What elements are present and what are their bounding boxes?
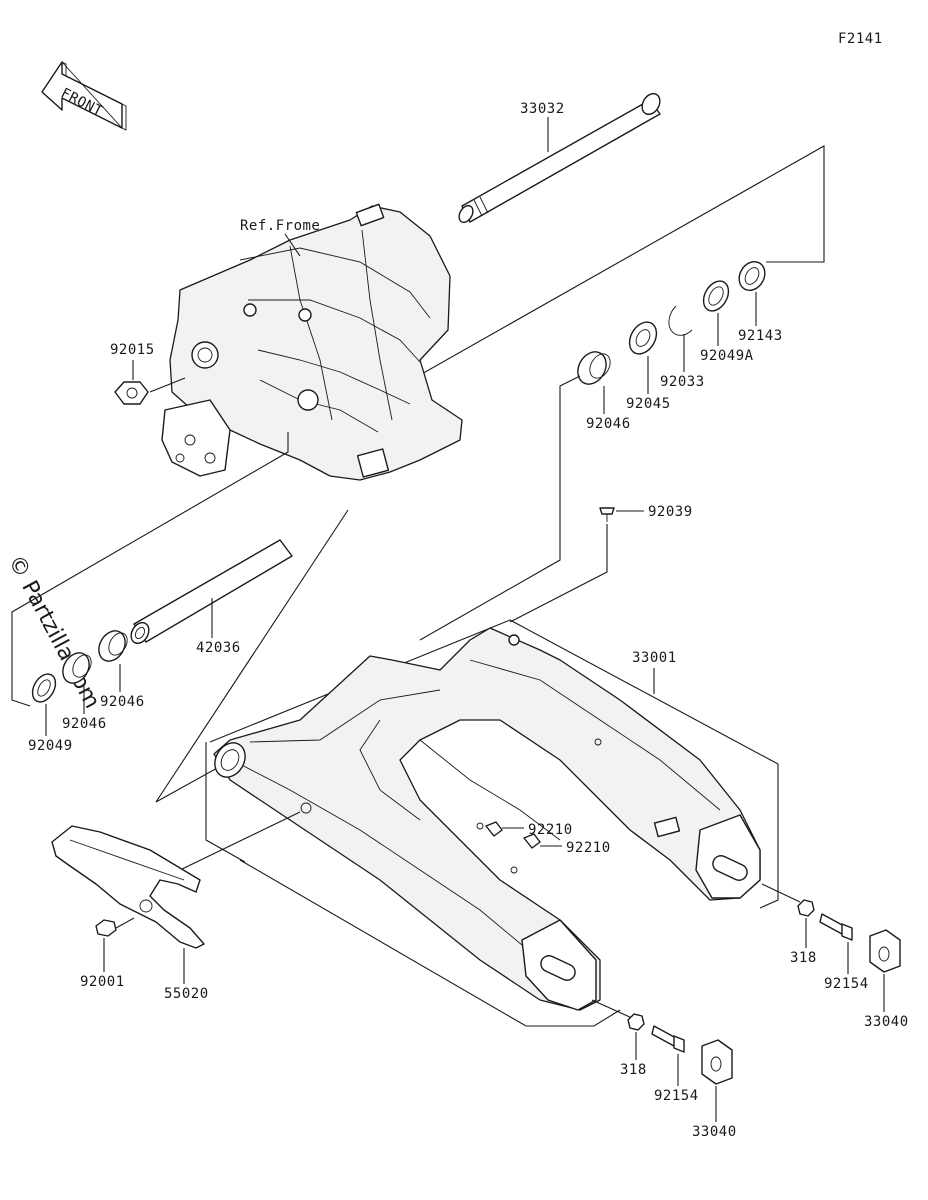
callout-92154-a: 92154	[824, 976, 869, 992]
callout-92015: 92015	[110, 342, 155, 358]
reference-frame	[161, 203, 463, 481]
seal-92049	[31, 673, 57, 703]
screw-92039	[599, 507, 615, 522]
pivot-shaft	[458, 92, 661, 224]
collar-92143	[738, 260, 766, 292]
nut-318-b	[627, 1013, 645, 1031]
callout-92143: 92143	[738, 328, 783, 344]
needle-bearing-92046-top	[577, 351, 611, 385]
needle-bearing-92046-a	[98, 630, 128, 662]
needle-bearing-92046-b	[62, 652, 92, 684]
callout-92154-b: 92154	[654, 1088, 699, 1104]
seal-92049A	[702, 280, 730, 312]
bolt-92001	[95, 917, 135, 937]
callout-92045: 92045	[626, 396, 671, 412]
collar-pipe-42036	[130, 539, 293, 645]
axis-line-left	[11, 432, 289, 707]
circlip-92033	[668, 305, 693, 336]
callout-55020: 55020	[164, 986, 209, 1002]
axis-adjuster-b	[591, 999, 633, 1019]
callout-33032: 33032	[520, 101, 565, 117]
fitting-92210-b	[523, 833, 541, 849]
pivot-nut	[114, 381, 149, 405]
callout-ref-frame: Ref.Frome	[240, 218, 320, 234]
callout-92210-b: 92210	[566, 840, 611, 856]
nut-318-a	[797, 899, 815, 917]
callout-92046-top: 92046	[586, 416, 631, 432]
fitting-92210-a	[485, 821, 503, 837]
leader-ref-frame	[284, 233, 301, 257]
bearing-92045	[628, 321, 658, 355]
callout-92046-a: 92046	[100, 694, 145, 710]
callout-92039: 92039	[648, 504, 693, 520]
swingarm	[205, 619, 779, 1027]
axis-92015	[149, 377, 186, 393]
callout-92210-a: 92210	[528, 822, 573, 838]
figure-code: F2141	[838, 31, 883, 47]
adjuster-block-33040-a	[869, 929, 901, 973]
axis-92039	[509, 524, 608, 623]
bolt-92154-a	[819, 913, 853, 941]
callout-33040-b: 33040	[692, 1124, 737, 1140]
callout-318-b: 318	[620, 1062, 647, 1078]
callout-92033: 92033	[660, 374, 705, 390]
callout-33001: 33001	[632, 650, 677, 666]
axis-adjuster-a	[761, 883, 801, 903]
callout-92001: 92001	[80, 974, 125, 990]
adjuster-block-33040-b	[701, 1039, 733, 1085]
front-arrow-icon: FRONT	[41, 61, 127, 131]
callout-92049: 92049	[28, 738, 73, 754]
callout-42036: 42036	[196, 640, 241, 656]
callout-33040-a: 33040	[864, 1014, 909, 1030]
axis-chain-guard	[179, 811, 301, 871]
bolt-92154-b	[651, 1025, 685, 1053]
chain-guard	[51, 825, 205, 949]
axis-line-top	[403, 145, 825, 385]
callout-92046-b: 92046	[62, 716, 107, 732]
callout-92049A: 92049A	[700, 348, 754, 364]
axis-line-right-pivot	[419, 375, 581, 641]
callout-318-a: 318	[790, 950, 817, 966]
